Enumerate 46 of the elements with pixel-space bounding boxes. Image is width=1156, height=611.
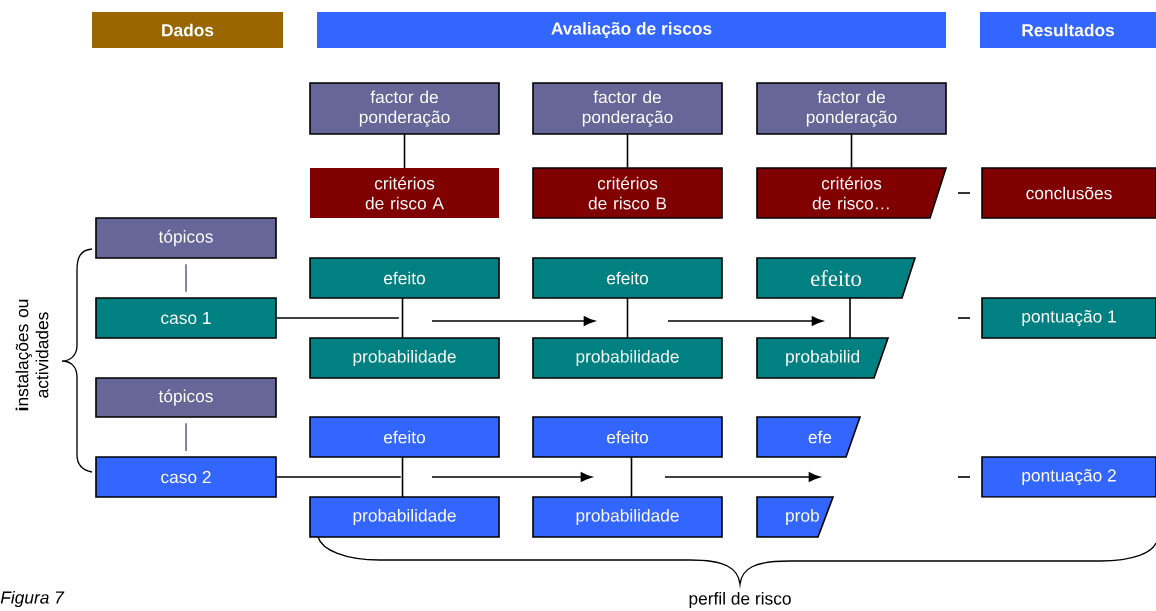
header-bar: Resultados xyxy=(980,12,1156,48)
process-box: pontuação 1 xyxy=(981,297,1156,339)
process-box: efeito xyxy=(756,257,917,299)
connector-line xyxy=(630,456,633,498)
connector-line xyxy=(276,476,402,478)
process-box: probabilidade xyxy=(532,337,723,379)
process-box: caso 2 xyxy=(95,456,277,498)
process-box: efeito xyxy=(309,416,500,458)
header-bar: Dados xyxy=(92,12,283,48)
process-box: tópicos xyxy=(95,217,277,259)
process-box: probabilid xyxy=(756,337,890,379)
connector-line xyxy=(957,192,971,194)
process-box: probabilidade xyxy=(309,496,500,538)
process-box: prob xyxy=(756,496,835,538)
connector-line xyxy=(185,263,187,293)
connector-line xyxy=(850,133,853,169)
connector-line xyxy=(626,133,629,169)
process-box: efeito xyxy=(532,257,723,299)
process-box: efeito xyxy=(309,257,500,299)
process-box: efeito xyxy=(532,416,723,458)
process-box: caso 1 xyxy=(95,297,277,339)
process-box: factor de ponderação xyxy=(309,82,500,135)
connector-line xyxy=(401,297,404,339)
connector-line xyxy=(626,297,629,339)
connector-line xyxy=(276,317,400,319)
connector-line xyxy=(401,456,404,498)
connector-line xyxy=(957,317,971,319)
process-box: factor de ponderação xyxy=(756,82,947,135)
process-box: critérios de risco… xyxy=(756,167,948,219)
process-box: tópicos xyxy=(95,377,277,418)
process-box: probabilidade xyxy=(309,337,500,379)
brace-label: perfil de risco xyxy=(689,591,791,609)
process-box: critérios de risco B xyxy=(532,167,723,219)
caption: Figura 7 xyxy=(0,590,65,608)
connector-line xyxy=(849,297,851,339)
process-box: conclusões xyxy=(981,167,1156,219)
connector-line xyxy=(185,422,187,452)
process-box: efe xyxy=(756,416,862,458)
process-box: critérios de risco A xyxy=(310,168,499,218)
connector-line xyxy=(403,133,406,169)
brace-label: instalações ou actividades xyxy=(15,299,49,411)
process-box: pontuação 2 xyxy=(981,456,1156,498)
process-box: factor de ponderação xyxy=(532,82,723,135)
connector-line xyxy=(957,476,971,478)
process-box: probabilidade xyxy=(532,496,723,538)
header-bar: Avaliação de riscos xyxy=(317,12,946,48)
